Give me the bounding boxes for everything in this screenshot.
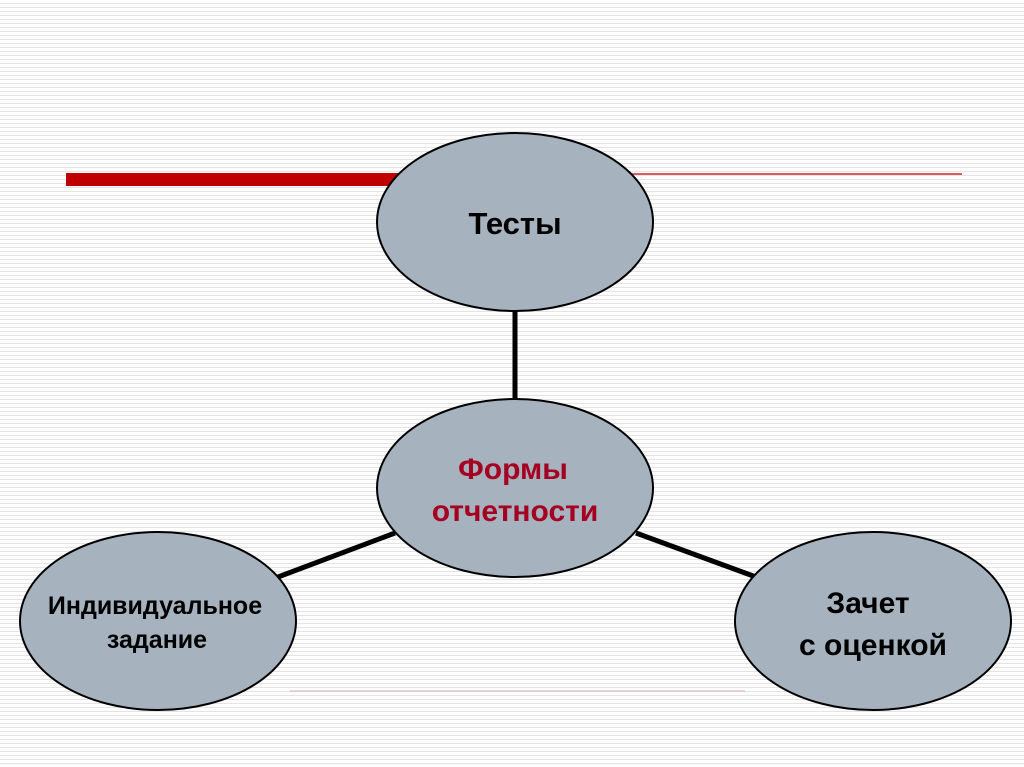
node-graded-credit: Зачет с оценкой	[734, 531, 1012, 711]
node-graded-credit-line1: Зачет	[826, 587, 909, 620]
node-graded-credit-ellipse	[734, 531, 1012, 711]
node-tests-ellipse	[376, 132, 654, 312]
node-individual-task-line2: задание	[107, 626, 207, 654]
node-tests: Тесты	[376, 132, 654, 312]
connector-center-left	[277, 530, 396, 580]
node-individual-task: Индивидуальное задание	[19, 531, 297, 711]
node-reporting-forms-line2: отчетности	[432, 495, 599, 528]
node-individual-task-ellipse	[19, 531, 297, 711]
node-reporting-forms-line1: Формы	[458, 453, 568, 486]
node-reporting-forms: Формы отчетности	[376, 398, 654, 578]
node-individual-task-line1: Индивидуальное	[48, 592, 262, 620]
node-tests-label: Тесты	[468, 206, 561, 241]
accent-bar	[66, 173, 406, 186]
node-reporting-forms-ellipse	[376, 398, 654, 578]
connector-center-right	[635, 530, 757, 580]
node-graded-credit-line2: с оценкой	[799, 629, 947, 662]
